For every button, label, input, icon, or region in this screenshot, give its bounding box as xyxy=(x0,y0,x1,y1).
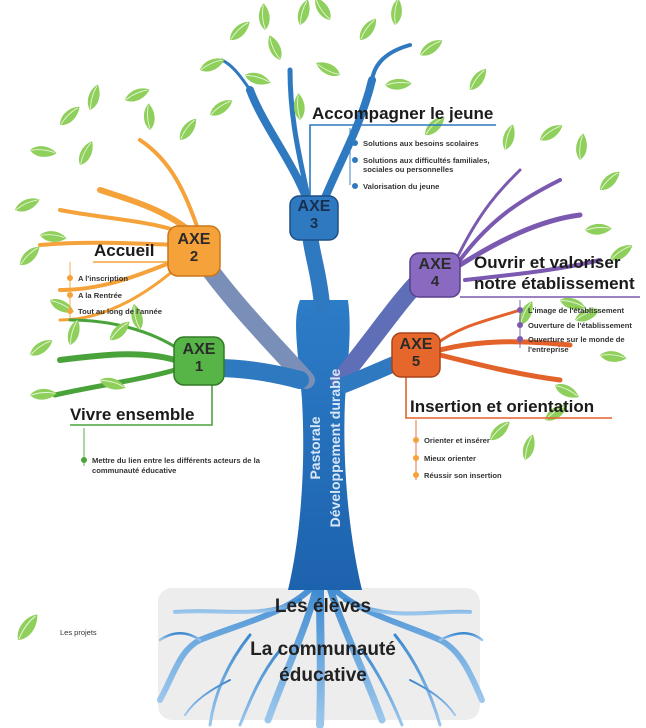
bullet-dot xyxy=(352,140,358,146)
base-line-1: Les élèves xyxy=(274,596,372,617)
axe-4-title: Ouvrir et valoriser notre établissement xyxy=(474,253,635,293)
bullet-dot xyxy=(413,454,419,461)
axe-1-items: Mettre du lien entre les différents acte… xyxy=(81,456,266,482)
list-item: Orienter et insérer xyxy=(413,436,553,446)
axe-2-title: Accueil xyxy=(94,241,155,260)
list-item-text: A la Rentrée xyxy=(78,290,123,300)
axe-word: AXE xyxy=(182,341,216,358)
axe-2-box xyxy=(167,225,221,277)
trunk-line-1: Pastorale xyxy=(307,416,323,480)
bullet-dot xyxy=(517,307,523,313)
axe-4-box xyxy=(409,252,461,298)
list-item-text: Ouverture de l'établissement xyxy=(528,320,632,330)
bullet-dot xyxy=(413,437,419,443)
list-item: A l'inscription xyxy=(67,274,207,284)
list-item-text: Valorisation du jeune xyxy=(363,181,440,191)
list-item: A la Rentrée xyxy=(67,291,207,301)
axe-5-items: Orienter et insérer Mieux orienter Réuss… xyxy=(413,436,553,488)
axe-3-box xyxy=(289,195,339,241)
list-item-text: A l'inscription xyxy=(78,274,129,283)
bullet-dot xyxy=(413,472,419,478)
base-line-2: La communauté éducative xyxy=(250,639,396,686)
axe-number: 2 xyxy=(189,247,199,265)
bullet-dot xyxy=(81,457,87,463)
list-item: L'image de l'établissement xyxy=(517,306,642,316)
bullet-dot xyxy=(67,275,73,281)
axe-3-title: Accompagner le jeune xyxy=(312,104,494,123)
axe-number: 1 xyxy=(194,357,204,375)
bullet-dot xyxy=(352,182,358,189)
roots xyxy=(157,572,485,728)
axe-1-box xyxy=(173,336,225,386)
list-item: Réussir son insertion xyxy=(413,471,553,481)
bullet-dot xyxy=(352,156,358,163)
list-item-text: Orienter et insérer xyxy=(424,436,490,445)
list-item: Ouverture sur le monde de l'entreprise xyxy=(517,335,642,354)
list-item: Tout au long de l'année xyxy=(67,307,207,317)
axe-number: 4 xyxy=(430,272,440,290)
list-item: Solutions aux difficultés familiales, so… xyxy=(352,156,512,175)
axe-word: AXE xyxy=(177,231,211,248)
list-item: Mettre du lien entre les différents acte… xyxy=(81,456,266,475)
list-item-text: Mieux orienter xyxy=(424,453,476,463)
axe-1-label: AXE 1 xyxy=(174,341,224,375)
axe-2-items: A l'inscription A la Rentrée Tout au lon… xyxy=(67,274,207,324)
list-item-text: Réussir son insertion xyxy=(424,471,502,480)
axe-word: AXE xyxy=(297,198,331,215)
trunk-line-2: Développement durable xyxy=(327,368,343,528)
trunk-label: Pastorale Développement durable xyxy=(305,348,345,548)
axe-5-title: Insertion et orientation xyxy=(410,397,595,416)
list-item: Ouverture de l'établissement xyxy=(517,321,642,331)
bullet-dot xyxy=(67,308,73,314)
list-item-text: Solutions aux difficultés familiales, so… xyxy=(363,155,490,175)
bullet-dot xyxy=(67,291,73,298)
list-item: Valorisation du jeune xyxy=(352,182,512,192)
axe-word: AXE xyxy=(399,336,433,353)
axe-5-box xyxy=(391,332,441,378)
axe-3-items: Solutions aux besoins scolaires Solution… xyxy=(352,139,512,198)
axe-4-items: L'image de l'établissement Ouverture de … xyxy=(517,306,642,361)
axe-2-label: AXE 2 xyxy=(168,231,220,265)
list-item-text: Ouverture sur le monde de l'entreprise xyxy=(528,335,625,354)
list-item: Solutions aux besoins scolaires xyxy=(352,139,512,149)
list-item-text: Mettre du lien entre les différents acte… xyxy=(92,456,260,475)
leaf-icon xyxy=(10,611,45,644)
bullet-dot xyxy=(517,321,523,328)
list-item-text: Tout au long de l'année xyxy=(78,307,162,316)
bullet-dot xyxy=(517,336,523,342)
axe-word: AXE xyxy=(418,256,452,273)
axe-5-label: AXE 5 xyxy=(392,336,440,370)
list-item: Mieux orienter xyxy=(413,454,553,464)
axe-4-label: AXE 4 xyxy=(410,256,460,290)
axe-3-label: AXE 3 xyxy=(290,198,338,232)
axe-number: 3 xyxy=(309,214,319,232)
connectors xyxy=(69,124,640,480)
list-item-text: L'image de l'établissement xyxy=(528,306,625,315)
legend-label: Les projets xyxy=(60,628,97,637)
list-item-text: Solutions aux besoins scolaires xyxy=(363,139,479,148)
axe-1-title: Vivre ensemble xyxy=(70,405,195,424)
axe-number: 5 xyxy=(411,352,421,370)
